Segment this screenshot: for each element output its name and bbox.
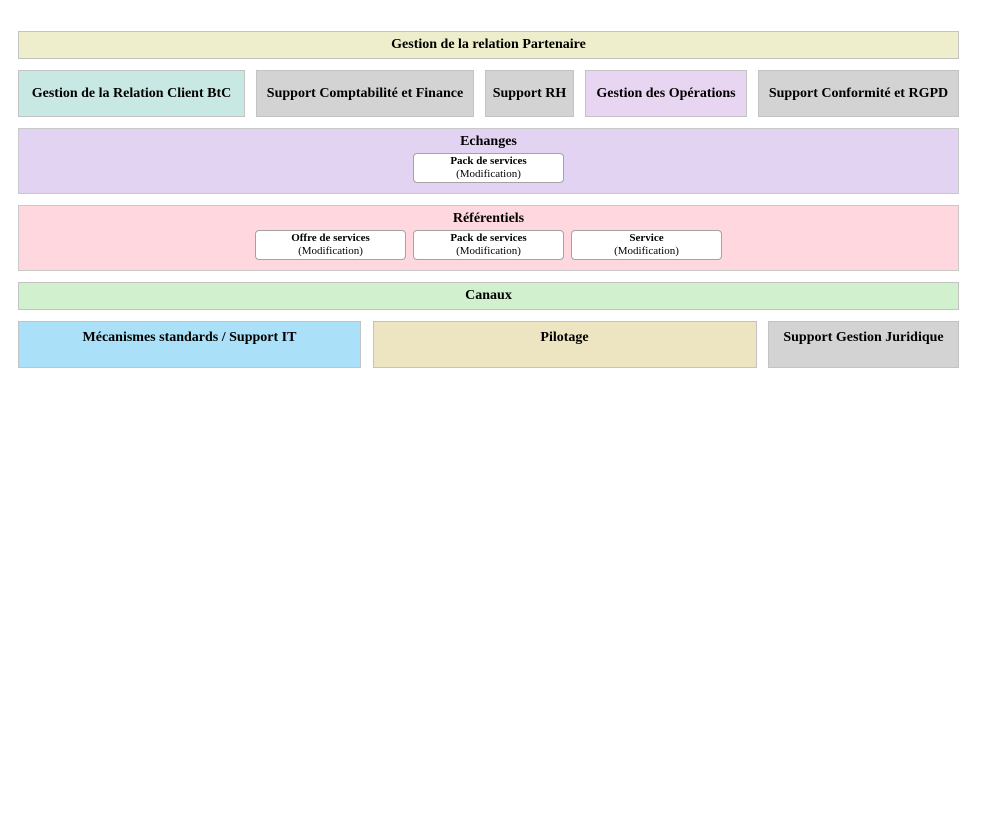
block-label: Gestion de la Relation Client BtC <box>31 85 232 101</box>
chip-offre-de-services: Offre de services (Modification) <box>255 230 406 260</box>
capability-map-diagram: Gestion de la relation Partenaire Gestio… <box>18 31 959 368</box>
block-label: Mécanismes standards / Support IT <box>82 330 297 345</box>
canaux-band-title: Canaux <box>465 288 512 303</box>
chip-name: Pack de services <box>450 232 527 244</box>
block-mecanismes-standards-support-it: Mécanismes standards / Support IT <box>18 321 361 368</box>
referentiels-band-title: Référentiels <box>452 211 525 226</box>
block-support-rh: Support RH <box>485 70 574 117</box>
block-gestion-operations: Gestion des Opérations <box>585 70 747 117</box>
echanges-chip-row: Pack de services (Modification) <box>19 153 958 183</box>
echanges-band-title: Echanges <box>460 134 517 149</box>
capability-row: Gestion de la Relation Client BtC Suppor… <box>18 70 959 117</box>
partner-relation-banner: Gestion de la relation Partenaire <box>18 31 959 59</box>
block-label: Support RH <box>492 85 567 101</box>
block-label: Support Comptabilité et Finance <box>266 85 464 101</box>
referentiels-band: Référentiels Offre de services (Modifica… <box>18 205 959 271</box>
chip-name: Service <box>629 232 664 244</box>
block-label: Gestion des Opérations <box>596 85 736 101</box>
referentiels-chip-row: Offre de services (Modification) Pack de… <box>19 230 958 260</box>
block-pilotage: Pilotage <box>372 321 757 368</box>
block-gestion-relation-client-btc: Gestion de la Relation Client BtC <box>18 70 245 117</box>
chip-pack-de-services: Pack de services (Modification) <box>413 153 564 183</box>
chip-name: Pack de services <box>450 155 527 167</box>
block-label: Support Gestion Juridique <box>783 330 944 345</box>
chip-name: Offre de services <box>291 232 370 244</box>
chip-service: Service (Modification) <box>571 230 722 260</box>
partner-relation-banner-label: Gestion de la relation Partenaire <box>391 37 586 52</box>
echanges-band: Echanges Pack de services (Modification) <box>18 128 959 194</box>
chip-detail: (Modification) <box>614 245 679 257</box>
foundation-row: Mécanismes standards / Support IT Pilota… <box>18 321 959 368</box>
block-support-conformite-rgpd: Support Conformité et RGPD <box>758 70 959 117</box>
chip-detail: (Modification) <box>298 245 363 257</box>
canaux-band: Canaux <box>18 282 959 310</box>
chip-detail: (Modification) <box>456 245 521 257</box>
chip-pack-de-services: Pack de services (Modification) <box>413 230 564 260</box>
chip-detail: (Modification) <box>456 168 521 180</box>
block-label: Pilotage <box>540 330 589 345</box>
block-support-gestion-juridique: Support Gestion Juridique <box>768 321 959 368</box>
block-label: Support Conformité et RGPD <box>768 85 949 101</box>
block-support-comptabilite-finance: Support Comptabilité et Finance <box>256 70 474 117</box>
